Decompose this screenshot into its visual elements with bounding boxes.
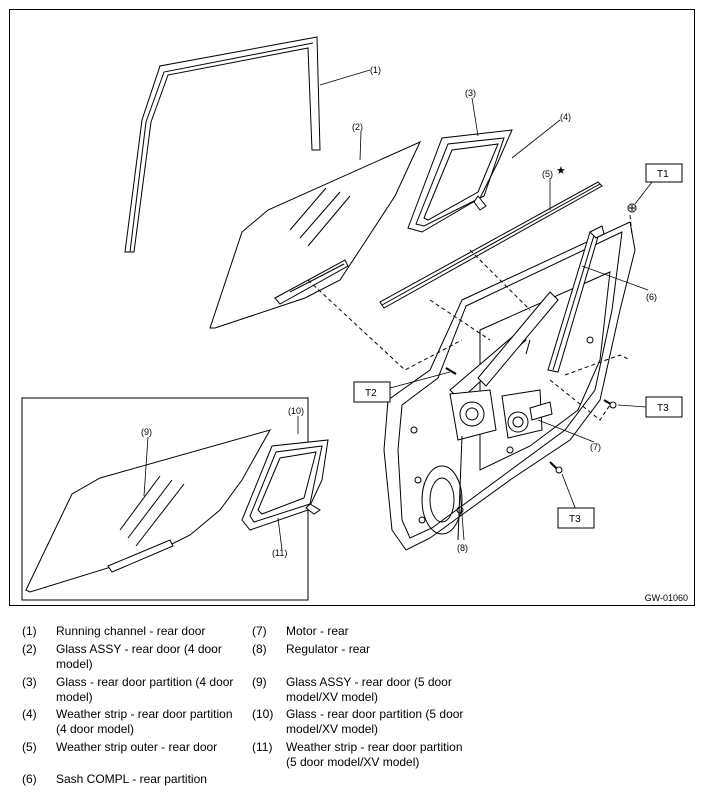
torque-box-t3-upper	[645, 396, 683, 418]
legend-item-1: (1) Running channel - rear door	[22, 624, 236, 639]
callout-7: (7)	[590, 442, 601, 452]
legend-text: Weather strip - rear door partition (4 d…	[56, 707, 233, 736]
rear-door-partition-5door-part	[241, 439, 329, 531]
callout-1: (1)	[370, 65, 381, 75]
legend-number: (9)	[252, 675, 267, 689]
torque-label-t3-lower: T3	[569, 514, 581, 525]
legend-number: (5)	[22, 740, 37, 754]
legend-item-3: (3) Glass - rear door partition (4 door …	[22, 675, 236, 705]
legend-item-7: (7) Motor - rear	[252, 624, 466, 639]
legend-text: Weather strip - rear door partition (5 d…	[286, 740, 463, 769]
exploded-parts-diagram: (1) (2) (3) (4) (5) ★ (6) (7) (8) (9) (1…	[9, 9, 695, 606]
torque-box-t3-lower	[557, 507, 595, 529]
legend-text: Glass ASSY - rear door (5 door model/XV …	[286, 675, 452, 704]
parts-legend: (1) Running channel - rear door (2) Glas…	[0, 620, 704, 795]
legend-number: (3)	[22, 675, 37, 689]
callout-10: (10)	[288, 406, 304, 416]
legend-text: Running channel - rear door	[56, 624, 206, 638]
callout-11: (11)	[272, 548, 287, 558]
legend-number: (10)	[252, 707, 274, 721]
torque-box-t2	[353, 381, 391, 403]
legend-item-11: (11) Weather strip - rear door partition…	[252, 740, 466, 770]
fasteners	[445, 203, 637, 474]
callout-9: (9)	[141, 427, 152, 437]
callout-6: (6)	[646, 292, 657, 302]
legend-item-8: (8) Regulator - rear	[252, 642, 466, 657]
callout-3: (3)	[465, 88, 476, 98]
star-mark: ★	[556, 165, 566, 177]
legend-item-10: (10) Glass - rear door partition (5 door…	[252, 707, 466, 737]
legend-text: Regulator - rear	[286, 642, 371, 656]
legend-text: Glass - rear door partition (5 door mode…	[286, 707, 464, 736]
legend-item-6: (6) Sash COMPL - rear partition	[22, 772, 236, 787]
legend-number: (6)	[22, 772, 37, 786]
legend-item-9: (9) Glass ASSY - rear door (5 door model…	[252, 675, 466, 705]
callout-5: (5)	[542, 169, 553, 179]
torque-label-t3-upper: T3	[657, 403, 669, 414]
torque-label-t2: T2	[365, 388, 377, 399]
legend-number: (2)	[22, 642, 37, 656]
callout-leaders	[143, 69, 653, 551]
rear-door-glass-4door-part	[209, 140, 422, 329]
rear-door-glass-5door-part	[25, 429, 272, 593]
torque-label-t1: T1	[657, 169, 669, 180]
legend-number: (11)	[252, 740, 273, 754]
figure-id: GW-01060	[644, 593, 688, 603]
rear-door-partition-4door-part	[407, 129, 513, 233]
regulator-and-motor-part	[449, 291, 559, 541]
legend-text: Sash COMPL - rear partition	[56, 772, 207, 786]
legend-text: Motor - rear	[286, 624, 349, 638]
sash-compl-part	[547, 225, 605, 373]
weather-strip-outer-part	[379, 181, 603, 309]
legend-number: (1)	[22, 624, 37, 638]
torque-box-t1	[645, 163, 683, 183]
legend-text: Glass - rear door partition (4 door mode…	[56, 675, 234, 704]
legend-number: (4)	[22, 707, 37, 721]
legend-item-4: (4) Weather strip - rear door partition …	[22, 707, 236, 737]
callout-8: (8)	[457, 543, 468, 553]
running-channel-part	[124, 36, 321, 253]
legend-number: (7)	[252, 624, 267, 638]
legend-item-5: (5) Weather strip outer - rear door	[22, 740, 236, 755]
legend-item-2: (2) Glass ASSY - rear door (4 door model…	[22, 642, 236, 672]
legend-text: Weather strip outer - rear door	[56, 740, 218, 754]
diagram-canvas: (1) (2) (3) (4) (5) ★ (6) (7) (8) (9) (1…	[21, 36, 683, 601]
callout-4: (4)	[560, 112, 571, 122]
torque-label-boxes	[353, 163, 683, 529]
callout-2: (2)	[352, 122, 363, 132]
legend-text: Glass ASSY - rear door (4 door model)	[56, 642, 222, 671]
assembly-guide-lines	[307, 214, 633, 421]
legend-number: (8)	[252, 642, 267, 656]
